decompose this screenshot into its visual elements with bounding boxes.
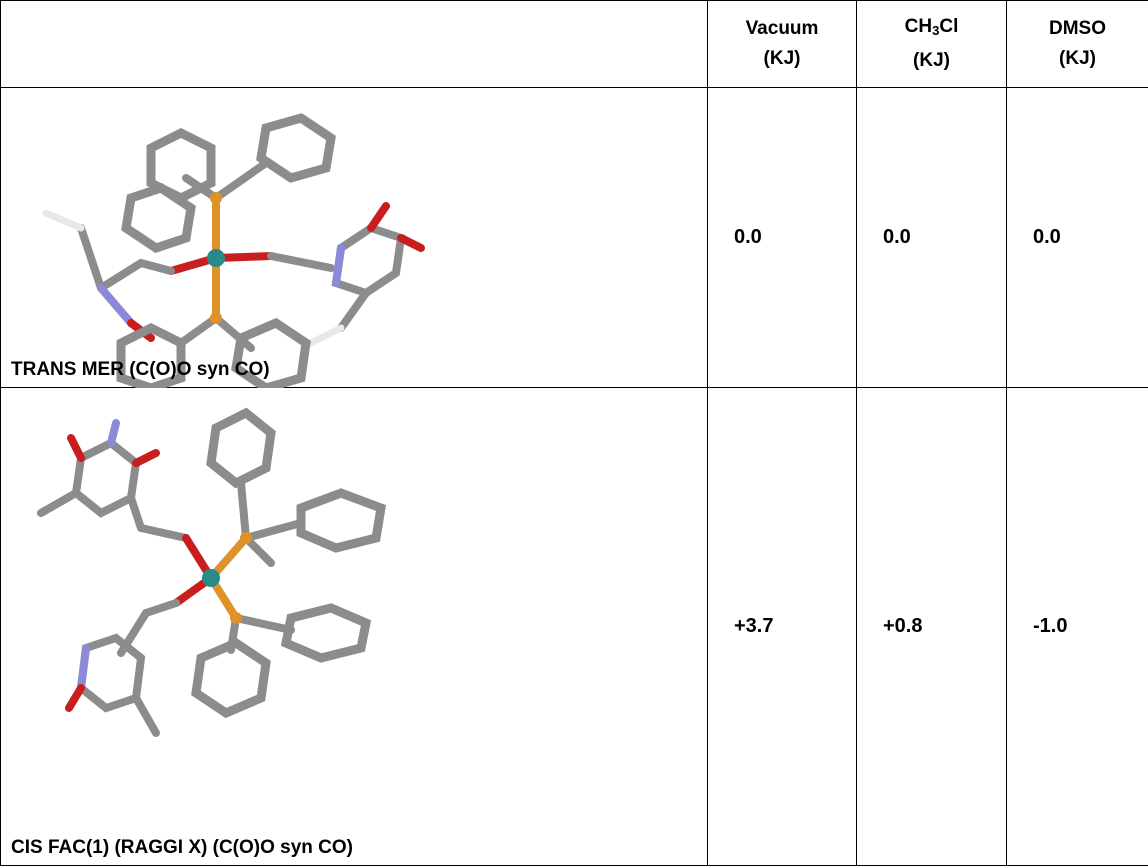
ch3cl-post: Cl: [939, 16, 959, 37]
phenyl-ring: [146, 127, 216, 204]
bond: [42, 209, 85, 232]
phenyl-ring: [231, 317, 311, 388]
phenyl-ring: [116, 322, 186, 388]
molecule-image-cis-fac: [37, 407, 387, 737]
bond: [212, 159, 270, 202]
phosphorus-atom: [210, 312, 222, 324]
metal-atom: [207, 249, 225, 267]
ch3cl-sub: 3: [932, 23, 940, 38]
ch3cl-pre: CH: [904, 16, 933, 37]
metal-atom: [202, 569, 220, 587]
bond: [77, 224, 105, 292]
bond: [307, 324, 345, 347]
phenyl-ring: [280, 603, 372, 663]
phosphorus-atom: [230, 612, 242, 624]
bond: [127, 494, 145, 532]
header-vacuum: Vacuum (KJ): [707, 0, 857, 88]
bond: [132, 694, 160, 737]
header-ch3cl-unit: (KJ): [913, 50, 950, 71]
bond: [337, 289, 370, 332]
bond: [137, 259, 175, 275]
bond: [67, 434, 85, 462]
phenyl-ring: [296, 488, 387, 553]
value-dmso: -1.0: [1006, 387, 1148, 866]
header-structure: [0, 0, 708, 88]
bond: [397, 234, 425, 252]
pyrimidine-ring: [76, 633, 146, 713]
structure-cell-cis-fac: CIS FAC(1) (RAGGI X) (C(O)O syn CO): [0, 387, 708, 866]
value-vacuum: 0.0: [707, 87, 857, 388]
bond: [332, 244, 345, 287]
header-dmso-label: DMSO: [1049, 18, 1106, 39]
value-ch3cl: +0.8: [856, 387, 1007, 866]
pyrimidine-ring: [71, 438, 141, 518]
value-vacuum: +3.7: [707, 387, 857, 866]
header-ch3cl: CH3Cl (KJ): [856, 0, 1007, 88]
bond: [137, 524, 190, 542]
bond: [237, 479, 250, 542]
header-ch3cl-label: CH3Cl: [857, 12, 1006, 46]
table-row: CIS FAC(1) (RAGGI X) (C(O)O syn CO) +3.7…: [0, 387, 1148, 866]
header-row: Vacuum (KJ) CH3Cl (KJ) DMSO (KJ): [0, 0, 1148, 88]
header-dmso-unit: (KJ): [1059, 48, 1096, 69]
structure-label: CIS FAC(1) (RAGGI X) (C(O)O syn CO): [11, 837, 353, 858]
bond: [132, 449, 160, 467]
phosphorus-atom: [240, 532, 252, 544]
bond: [37, 489, 80, 517]
header-vacuum-unit: (KJ): [763, 48, 801, 69]
phenyl-ring: [256, 113, 336, 183]
phenyl-ring: [206, 407, 276, 489]
bond: [97, 284, 135, 327]
bond: [232, 614, 295, 634]
header-vacuum-label: Vacuum: [745, 18, 819, 39]
bond: [212, 314, 255, 352]
bond: [212, 252, 275, 262]
bond: [97, 259, 145, 292]
bond: [77, 644, 90, 692]
molecule-image-trans-mer: [42, 113, 425, 388]
bond: [65, 684, 85, 712]
bond: [182, 174, 220, 202]
header-dmso: DMSO (KJ): [1006, 0, 1148, 88]
bond: [142, 599, 180, 617]
bond: [177, 314, 220, 347]
bond: [267, 252, 335, 272]
structure-label: TRANS MER (C(O)O syn CO): [11, 359, 270, 380]
table-row: TRANS MER (C(O)O syn CO) 0.0 0.0 0.0: [0, 87, 1148, 388]
value-ch3cl: 0.0: [856, 87, 1007, 388]
bond: [367, 202, 390, 232]
bond: [107, 419, 120, 447]
pyrimidine-ring: [331, 223, 406, 298]
phenyl-ring: [121, 183, 196, 253]
phosphorus-atom: [210, 192, 222, 204]
structure-cell-trans-mer: TRANS MER (C(O)O syn CO): [0, 87, 708, 388]
bond: [242, 519, 305, 542]
value-dmso: 0.0: [1006, 87, 1148, 388]
